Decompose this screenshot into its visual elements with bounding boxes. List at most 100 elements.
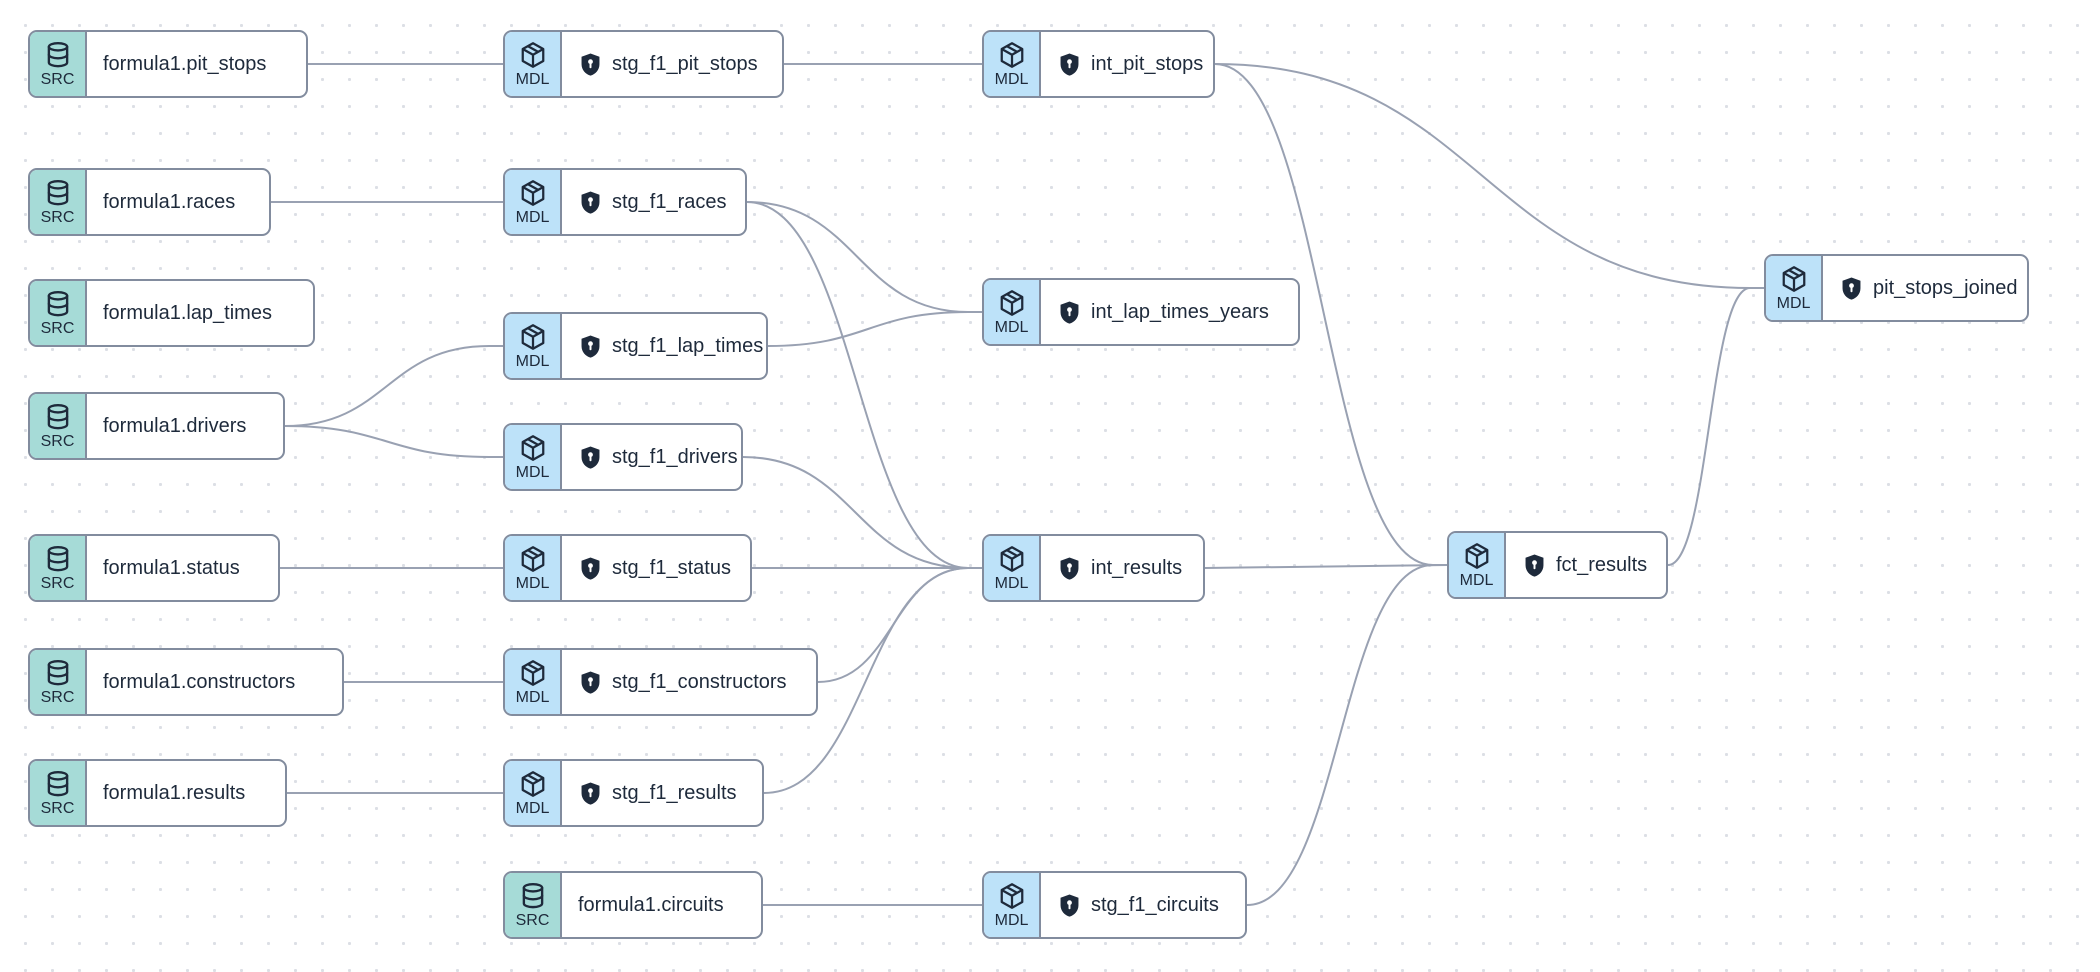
node-type-badge: MDL (515, 575, 550, 592)
node-type-badge: SRC (515, 912, 550, 929)
model-type-section: MDL (505, 32, 562, 96)
node-label: formula1.drivers (103, 414, 247, 437)
node-body: formula1.races (87, 170, 269, 234)
model-type-section: MDL (505, 425, 562, 489)
cube-icon (518, 544, 548, 574)
node-body: stg_f1_races (562, 170, 745, 234)
node-int_lap_times_years[interactable]: MDL int_lap_times_years (982, 278, 1300, 346)
source-type-section: SRC (30, 650, 87, 714)
cube-icon (518, 433, 548, 463)
edge-fct_results-pit_stops_joined (1667, 287, 1764, 566)
cube-icon (1779, 264, 1809, 294)
node-stg_circuits[interactable]: MDL stg_f1_circuits (982, 871, 1247, 939)
node-type-badge: SRC (40, 320, 75, 337)
model-type-section: MDL (984, 536, 1041, 600)
node-int_pit_stops[interactable]: MDL int_pit_stops (982, 30, 1215, 98)
node-label: formula1.circuits (578, 893, 724, 916)
edge-stg_circuits-fct_results (1246, 564, 1447, 906)
edge-src_drivers-stg_drivers (284, 425, 503, 458)
node-type-badge: MDL (994, 912, 1029, 929)
cube-icon (997, 544, 1027, 574)
node-src_lap_times[interactable]: SRC formula1.lap_times (28, 279, 315, 347)
node-body: stg_f1_results (562, 761, 762, 825)
node-type-badge: MDL (994, 575, 1029, 592)
node-label: stg_f1_lap_times (612, 334, 764, 357)
node-src_constructors[interactable]: SRC formula1.constructors (28, 648, 344, 716)
node-label: formula1.pit_stops (103, 52, 267, 75)
node-body: formula1.status (87, 536, 278, 600)
source-type-section: SRC (30, 761, 87, 825)
node-body: formula1.circuits (562, 873, 761, 937)
node-body: int_pit_stops (1041, 32, 1213, 96)
node-stg_status[interactable]: MDL stg_f1_status (503, 534, 752, 602)
node-body: stg_f1_circuits (1041, 873, 1245, 937)
cube-icon (1462, 541, 1492, 571)
shield-icon (578, 556, 603, 581)
model-type-section: MDL (1766, 256, 1823, 320)
node-label: stg_f1_constructors (612, 670, 787, 693)
database-icon (43, 402, 73, 432)
node-fct_results[interactable]: MDL fct_results (1447, 531, 1668, 599)
database-icon (43, 289, 73, 319)
node-type-badge: MDL (515, 353, 550, 370)
node-label: int_results (1091, 556, 1183, 579)
node-body: stg_f1_pit_stops (562, 32, 782, 96)
node-body: formula1.results (87, 761, 285, 825)
node-src_status[interactable]: SRC formula1.status (28, 534, 280, 602)
shield-icon (578, 334, 603, 359)
node-label: int_pit_stops (1091, 52, 1204, 75)
edge-stg_lap_times-int_lap_times_years (767, 311, 982, 347)
node-body: formula1.pit_stops (87, 32, 306, 96)
node-type-badge: MDL (1459, 572, 1494, 589)
node-label: stg_f1_pit_stops (612, 52, 758, 75)
node-stg_pit_stops[interactable]: MDL stg_f1_pit_stops (503, 30, 784, 98)
node-label: int_lap_times_years (1091, 300, 1269, 323)
node-body: int_results (1041, 536, 1203, 600)
node-type-badge: MDL (515, 800, 550, 817)
node-type-badge: SRC (40, 71, 75, 88)
shield-icon (1057, 300, 1082, 325)
shield-icon (1839, 276, 1864, 301)
node-src_results[interactable]: SRC formula1.results (28, 759, 287, 827)
node-stg_results[interactable]: MDL stg_f1_results (503, 759, 764, 827)
node-label: fct_results (1556, 553, 1648, 576)
cube-icon (997, 40, 1027, 70)
node-body: stg_f1_status (562, 536, 750, 600)
node-body: stg_f1_lap_times (562, 314, 766, 378)
shield-icon (578, 445, 603, 470)
node-type-badge: SRC (40, 575, 75, 592)
model-type-section: MDL (505, 536, 562, 600)
node-type-badge: MDL (994, 319, 1029, 336)
source-type-section: SRC (505, 873, 562, 937)
node-type-badge: SRC (40, 800, 75, 817)
node-label: stg_f1_results (612, 781, 737, 804)
edge-int_results-fct_results (1204, 564, 1448, 569)
node-body: int_lap_times_years (1041, 280, 1298, 344)
node-type-badge: MDL (994, 71, 1029, 88)
model-type-section: MDL (505, 650, 562, 714)
node-src_circuits[interactable]: SRC formula1.circuits (503, 871, 763, 939)
database-icon (518, 881, 548, 911)
shield-icon (578, 781, 603, 806)
cube-icon (518, 769, 548, 799)
node-type-badge: SRC (40, 433, 75, 450)
cube-icon (518, 40, 548, 70)
node-label: formula1.lap_times (103, 301, 272, 324)
database-icon (43, 544, 73, 574)
node-src_drivers[interactable]: SRC formula1.drivers (28, 392, 285, 460)
node-stg_lap_times[interactable]: MDL stg_f1_lap_times (503, 312, 768, 380)
node-type-badge: MDL (1776, 295, 1811, 312)
model-type-section: MDL (505, 170, 562, 234)
node-stg_constructors[interactable]: MDL stg_f1_constructors (503, 648, 818, 716)
database-icon (43, 40, 73, 70)
node-label: formula1.constructors (103, 670, 296, 693)
database-icon (43, 658, 73, 688)
edge-stg_drivers-int_results (742, 456, 982, 569)
node-src_pit_stops[interactable]: SRC formula1.pit_stops (28, 30, 308, 98)
node-int_results[interactable]: MDL int_results (982, 534, 1205, 602)
